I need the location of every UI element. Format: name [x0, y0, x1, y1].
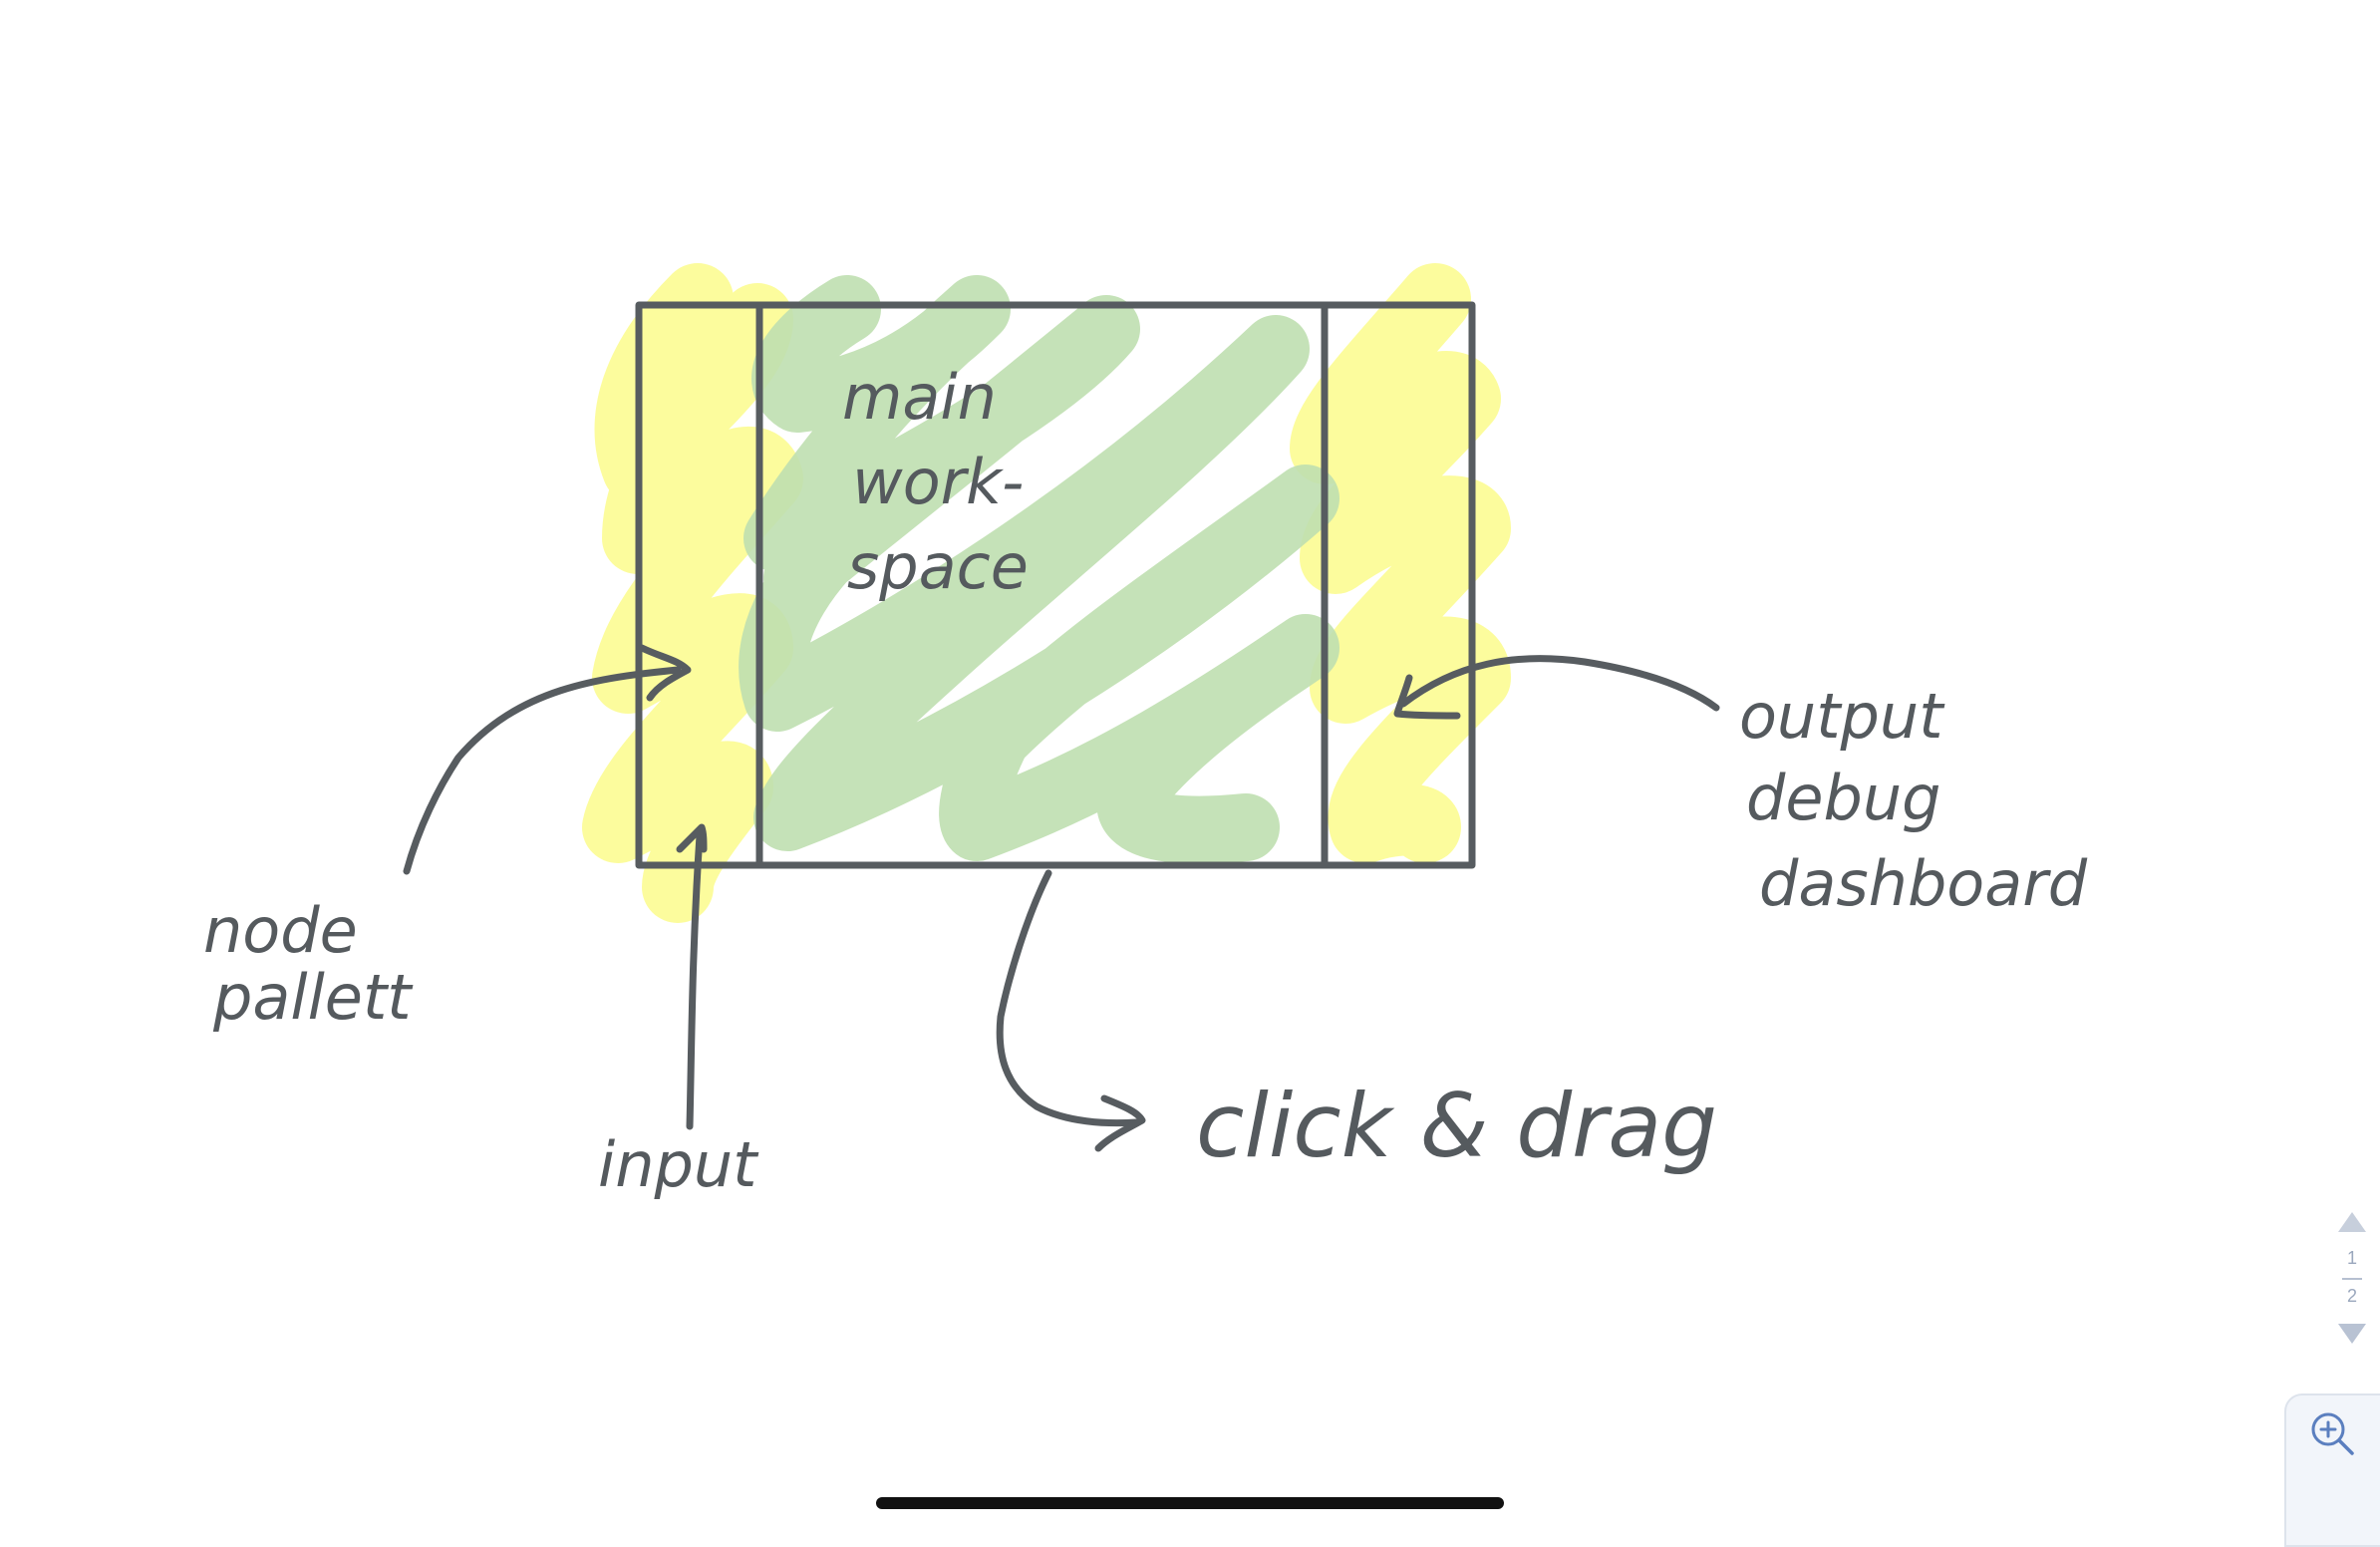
zoom-button[interactable]	[2284, 1393, 2380, 1547]
click-drag-label: click & drag	[1196, 1075, 1717, 1177]
arrow-input	[676, 823, 708, 1130]
page-current: 1	[2346, 1248, 2357, 1268]
page-separator	[2342, 1278, 2362, 1280]
node-pallett-label-line1: node	[203, 894, 358, 967]
yellow-highlight-left	[582, 263, 803, 923]
yellow-highlight-right	[1290, 263, 1511, 863]
workspace-label-line3: space	[847, 530, 1029, 603]
output-label-line1: output	[1739, 680, 1945, 753]
node-pallett-label-line2: pallett	[212, 961, 414, 1034]
workspace-label-line2: work-	[852, 446, 1024, 518]
output-label-line2: debug	[1746, 762, 1941, 834]
page-total: 2	[2346, 1286, 2357, 1306]
chevron-up-icon[interactable]	[2338, 1212, 2366, 1232]
green-highlight-workspace	[739, 275, 1339, 864]
arrow-output	[1393, 655, 1720, 720]
chevron-down-icon[interactable]	[2338, 1324, 2366, 1344]
zoom-in-icon	[2311, 1412, 2354, 1455]
output-label-line3: dashboard	[1759, 847, 2088, 920]
workspace-label-line1: main	[842, 361, 997, 434]
home-indicator[interactable]	[876, 1497, 1504, 1509]
layout-box	[635, 301, 1476, 869]
arrow-click-drag	[996, 869, 1146, 1152]
input-label: input	[598, 1128, 759, 1201]
arrow-node-pallett	[403, 644, 692, 875]
page-navigator: 1 2	[2326, 1212, 2378, 1350]
